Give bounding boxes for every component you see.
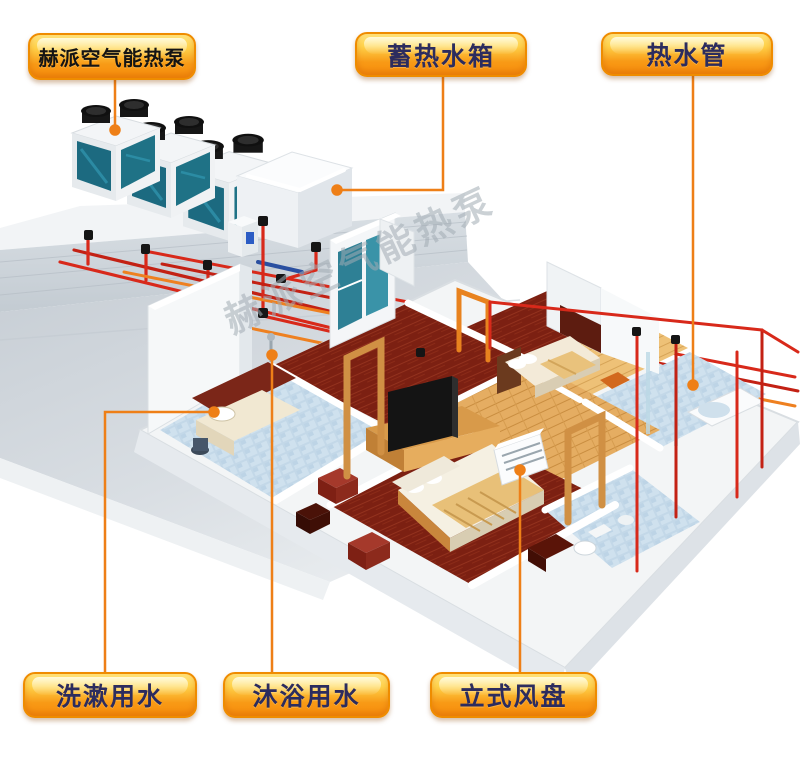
door-frames bbox=[343, 287, 606, 526]
callout-bathing-water-label: 沐浴用水 bbox=[252, 682, 361, 711]
callout-fan-coil[interactable]: 立式风盘 bbox=[430, 672, 597, 718]
bed-upper-right bbox=[497, 336, 630, 398]
pipe-fittings bbox=[84, 216, 680, 357]
control-box bbox=[228, 216, 258, 257]
callout-storage-tank[interactable]: 蓄热水箱 bbox=[355, 32, 527, 77]
callout-bathing-water[interactable]: 沐浴用水 bbox=[223, 672, 390, 718]
vanity-sink bbox=[191, 362, 300, 456]
callout-storage-tank-label: 蓄热水箱 bbox=[386, 41, 495, 71]
indoor-pipe-frames bbox=[488, 300, 800, 573]
bottom-bathroom-fixtures bbox=[573, 515, 634, 556]
heat-pump-unit-1 bbox=[70, 99, 162, 201]
callout-heat-pump-label: 赫派空气能热泵 bbox=[38, 46, 186, 70]
callout-washing-water[interactable]: 洗漱用水 bbox=[23, 672, 197, 718]
callout-connectors bbox=[103, 76, 699, 672]
callout-heat-pump[interactable]: 赫派空气能热泵 bbox=[28, 33, 196, 80]
callout-hot-water-pipe[interactable]: 热水管 bbox=[601, 32, 773, 76]
house-cutaway bbox=[134, 212, 800, 692]
callout-washing-water-label: 洗漱用水 bbox=[55, 682, 164, 711]
callout-hot-water-pipe-label: 热水管 bbox=[646, 41, 728, 70]
callout-fan-coil-label: 立式风盘 bbox=[459, 682, 568, 711]
tv-and-cabinet bbox=[366, 376, 500, 472]
fan-coil-unit bbox=[493, 428, 549, 486]
